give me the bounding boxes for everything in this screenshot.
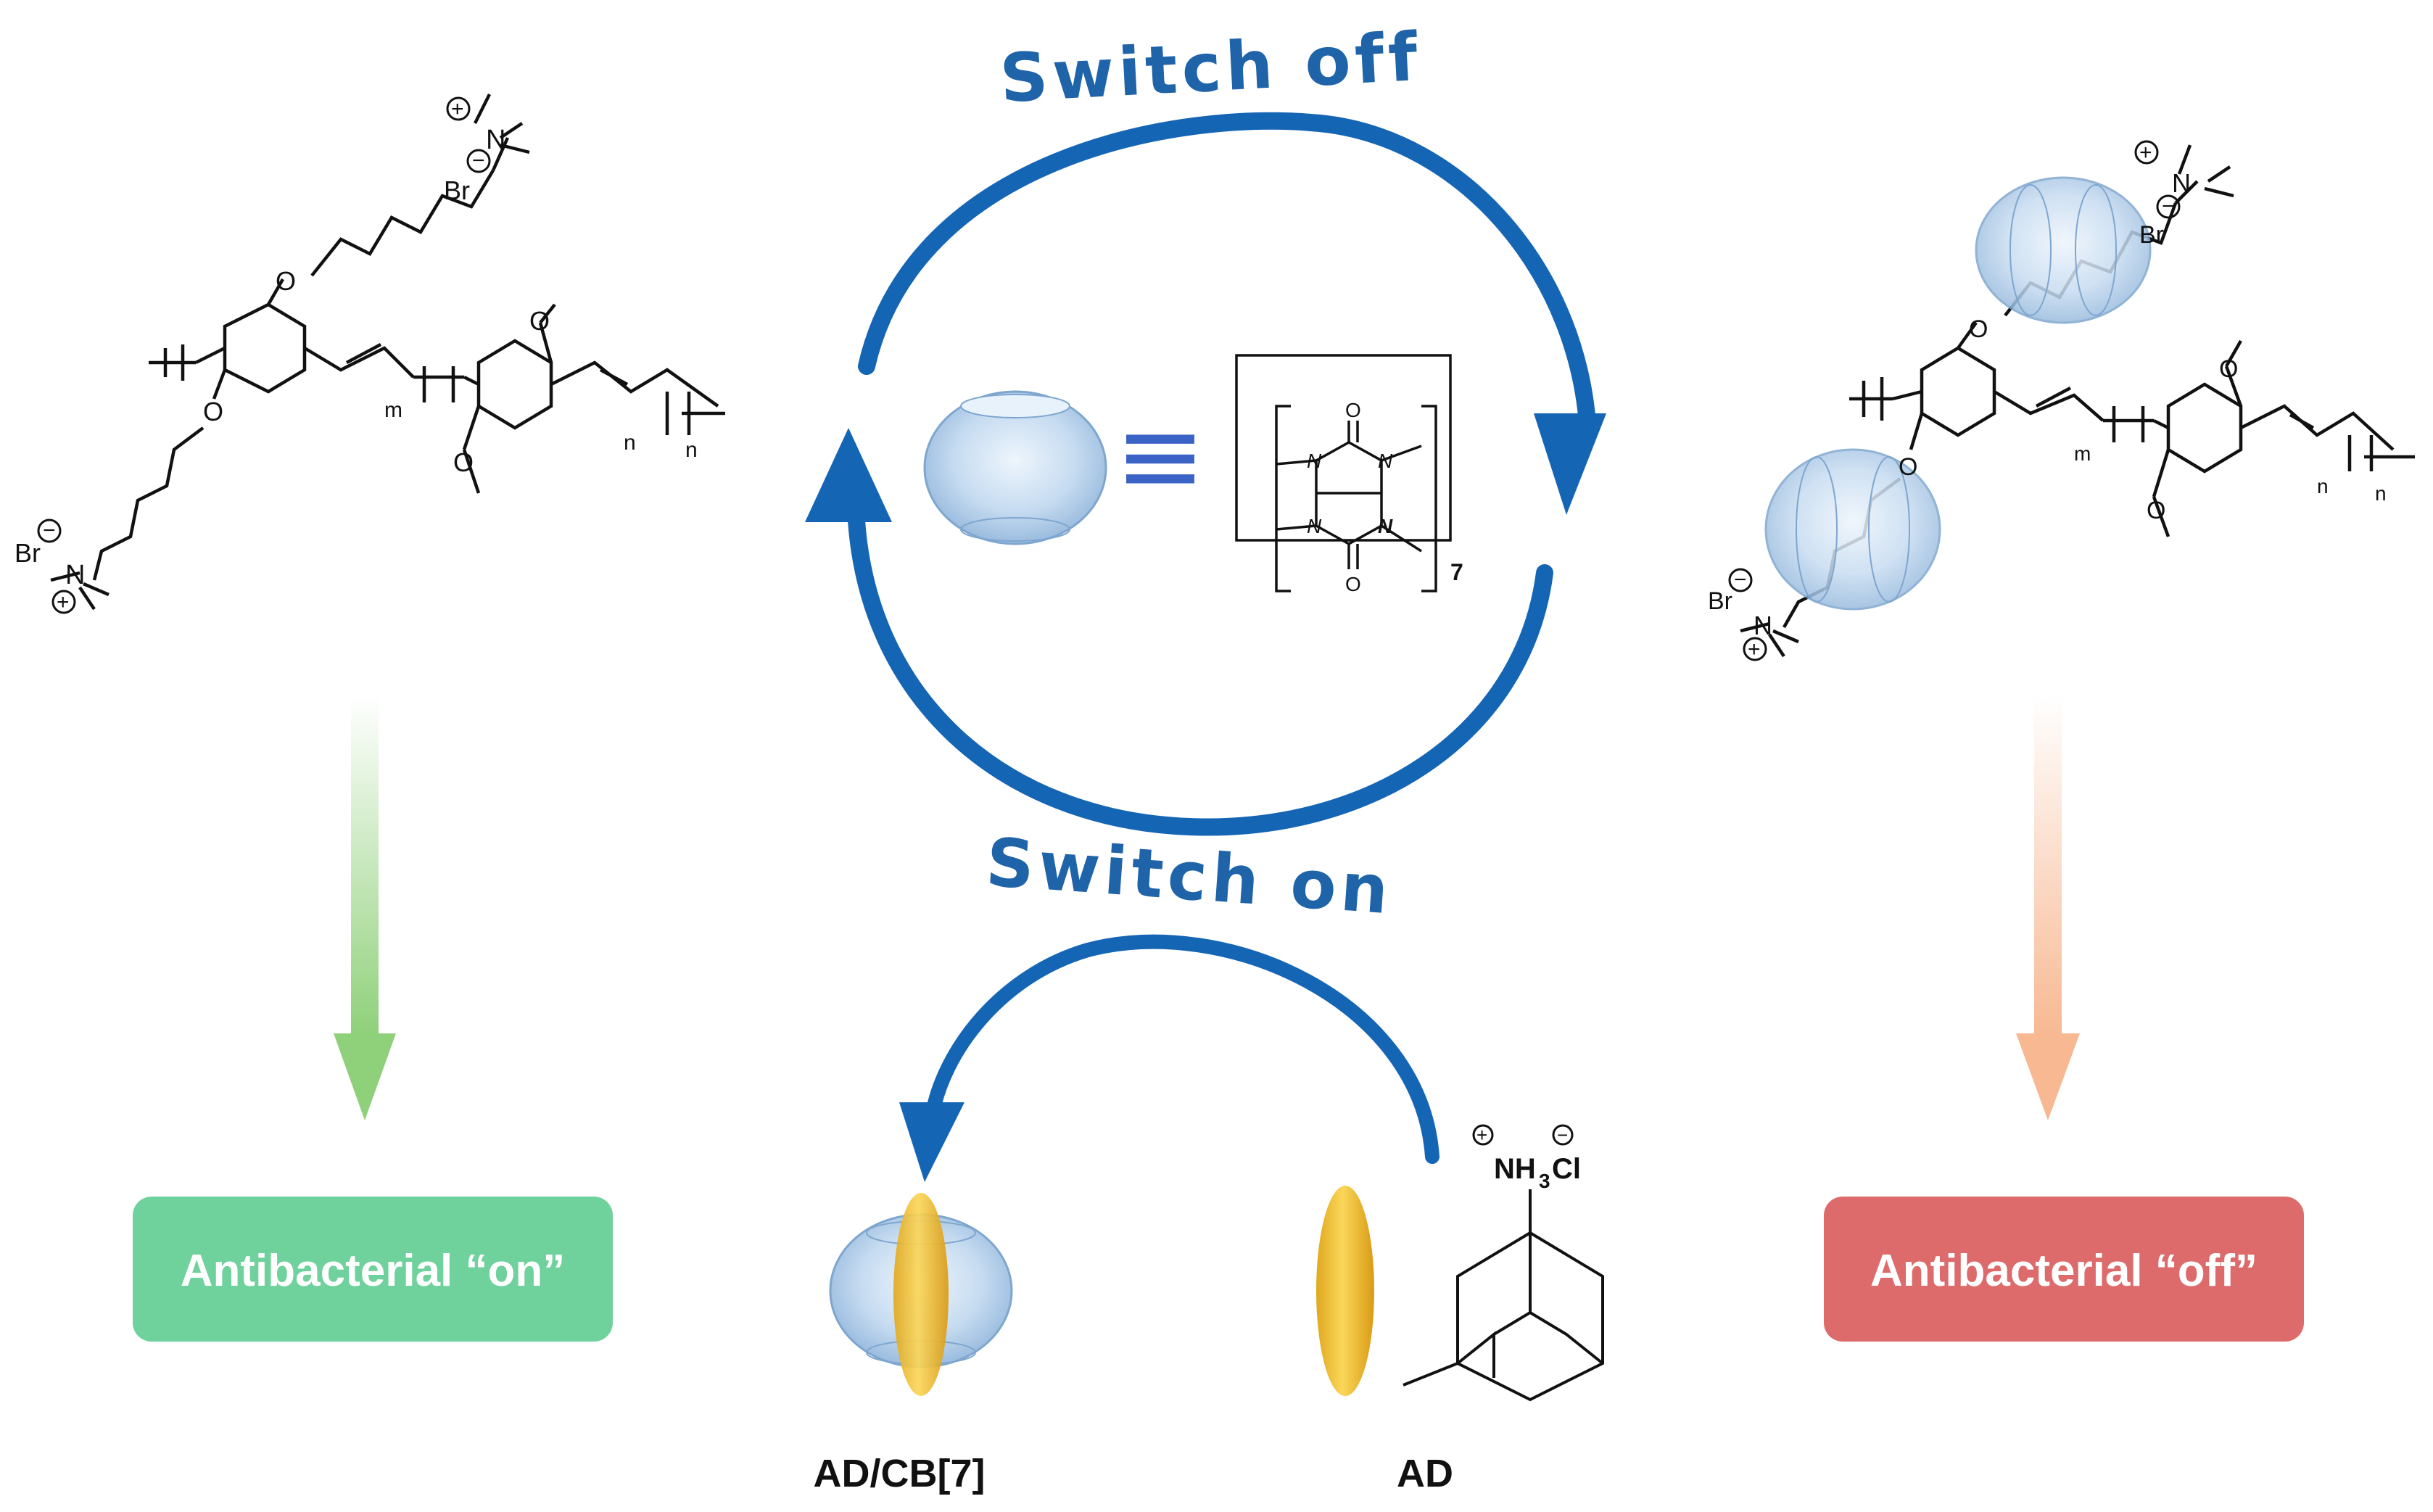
cb7-labels: O O N N N N 7 [1307, 399, 1463, 595]
nitrogen-label: N [2172, 168, 2191, 198]
equivalence-sign: ≡ [1115, 393, 1206, 519]
plus-sign: + [2139, 141, 2152, 165]
minus-sign: − [472, 149, 485, 173]
antibacterial-off-label: Antibacterial “off” [1870, 1246, 2258, 1296]
oxygen-label: O [2219, 355, 2238, 383]
oxygen-label: O [2147, 497, 2165, 524]
minus-sign: − [43, 519, 56, 542]
cb7-sphere-icon [923, 390, 1107, 545]
switch-off-label: Switch off [998, 18, 1424, 117]
negative-charge-icon [37, 519, 62, 543]
down-arrow-orange [2016, 696, 2080, 1120]
chloride-label: Cl [1552, 1153, 1581, 1185]
down-arrow-green [334, 696, 396, 1120]
positive-charge-icon [1743, 637, 1767, 661]
polymer-labels-free: O O O O N Br N Br m n n + − − + [15, 96, 698, 614]
negative-charge-icon [1728, 568, 1753, 592]
oxygen-label: O [453, 447, 474, 477]
cb7-sphere-icon [1764, 448, 1941, 611]
plus-sign: + [1476, 1124, 1487, 1146]
polymer-labels-complexed: O O O O N Br N Br m n n + − − + [1708, 140, 2387, 661]
cb7-structure [1235, 354, 1452, 592]
nh3-label: NH [1494, 1153, 1536, 1185]
oxygen-label: O [1969, 315, 1988, 343]
bromide-label: Br [15, 538, 41, 568]
negative-charge-icon [1552, 1124, 1574, 1146]
minus-sign: − [1557, 1124, 1568, 1146]
cycle-arrows [805, 112, 1606, 836]
subscript-n: n [624, 431, 636, 455]
cb7-sphere-icon [1975, 176, 2152, 324]
negative-charge-icon [466, 149, 491, 173]
plus-sign: + [1748, 637, 1761, 661]
oxygen-label: O [203, 397, 223, 426]
antibacterial-on-badge: Antibacterial “on” [133, 1197, 613, 1342]
subscript-m: m [2074, 442, 2091, 465]
nitrogen-label: N [1754, 611, 1772, 640]
oxygen-label: O [529, 306, 550, 336]
repeat-count: 7 [1450, 559, 1463, 585]
oxygen-label: O [1345, 399, 1361, 421]
minus-sign: − [1734, 568, 1747, 592]
nh3-subscript: 3 [1539, 1170, 1550, 1192]
positive-charge-icon [2134, 140, 2159, 165]
nitrogen-label: N [1307, 515, 1322, 537]
ad-label: AD [1397, 1452, 1453, 1495]
antibacterial-off-badge: Antibacterial “off” [1824, 1197, 2304, 1342]
bromide-label: Br [444, 175, 470, 205]
amine-labels: NH 3 Cl + − [1472, 1124, 1581, 1192]
subscript-n: n [2317, 475, 2329, 497]
subscript-m: m [384, 398, 402, 422]
positive-charge-icon [1472, 1124, 1494, 1146]
subscript-n: n [685, 438, 698, 462]
nitrogen-label: N [1378, 450, 1393, 472]
plus-sign: + [57, 590, 70, 614]
nitrogen-label: N [1378, 515, 1393, 537]
oxygen-label: O [1899, 453, 1917, 481]
ad-cb7-complex-icon [829, 1193, 1013, 1396]
minus-sign: − [2162, 194, 2175, 218]
nitrogen-label: N [1307, 450, 1322, 472]
positive-charge-icon [446, 96, 471, 121]
plus-sign: + [451, 97, 464, 121]
nitrogen-label: N [486, 125, 505, 155]
oxygen-label: O [1345, 573, 1361, 595]
polymer-structure-free [50, 93, 725, 611]
antibacterial-on-label: Antibacterial “on” [181, 1246, 566, 1296]
ad-binding-arrow [899, 934, 1439, 1182]
adamantane-structure [1403, 1189, 1604, 1402]
nitrogen-label: N [65, 560, 85, 590]
subscript-n: n [2375, 482, 2387, 505]
ad-cb7-label: AD/CB[7] [814, 1452, 986, 1495]
bromide-label: Br [1708, 587, 1732, 615]
bromide-label: Br [2139, 221, 2164, 249]
ad-capsule-icon [1316, 1186, 1374, 1396]
negative-charge-icon [2156, 194, 2181, 219]
oxygen-label: O [276, 266, 296, 296]
switch-on-label: Switch on [983, 824, 1395, 930]
positive-charge-icon [51, 590, 76, 614]
